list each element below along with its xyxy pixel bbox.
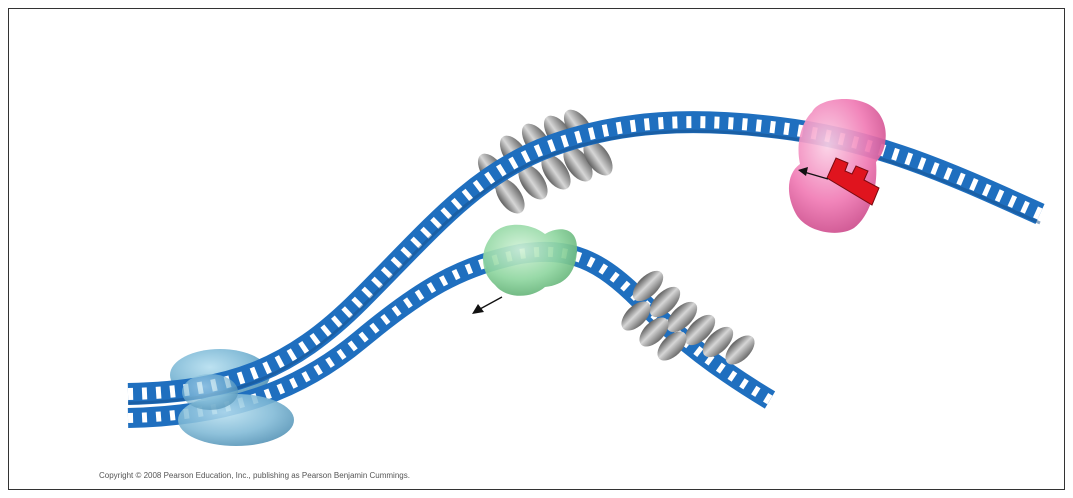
copyright-text: Copyright © 2008 Pearson Education, Inc.…: [99, 471, 410, 480]
dna-polymerase-green: [483, 225, 577, 296]
synthesis-arrow-lagging: [472, 297, 502, 314]
